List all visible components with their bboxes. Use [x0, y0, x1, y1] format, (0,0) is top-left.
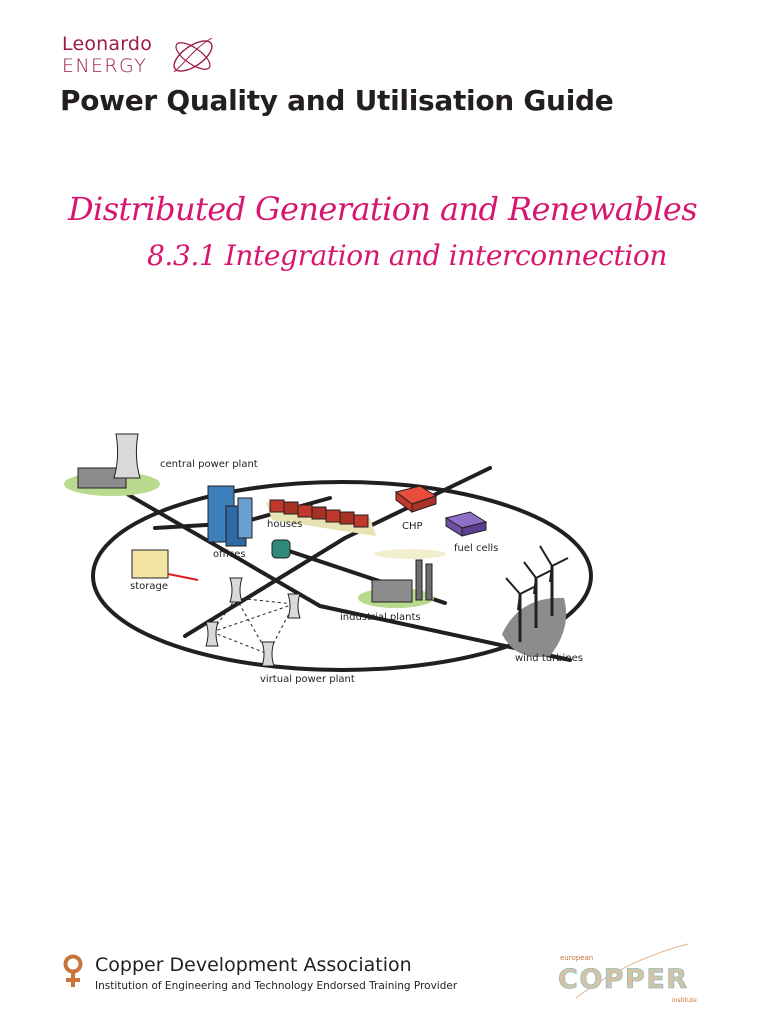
label-houses: houses — [267, 519, 302, 530]
eci-bottom-text: institute — [672, 997, 697, 1004]
eci-top-text: european — [560, 954, 593, 962]
fuel-cells-illustration — [444, 511, 488, 537]
copper-venus-symbol-icon — [63, 954, 83, 987]
label-central-power-plant: central power plant — [160, 459, 258, 470]
label-fuel-cells: fuel cells — [454, 543, 498, 554]
offices-illustration — [207, 485, 253, 547]
industrial-plants-illustration — [358, 549, 446, 608]
chp-illustration — [394, 485, 438, 513]
label-wind-turbines: wind turbines — [515, 653, 583, 664]
transformer-icon — [271, 539, 291, 559]
label-chp: CHP — [402, 521, 423, 532]
virtual-power-plant-illustration — [205, 577, 301, 667]
label-industrial-plants: industrial plants — [340, 612, 421, 623]
guide-title: Power Quality and Utilisation Guide — [60, 84, 614, 117]
european-copper-institute-logo: european COPPER institute — [558, 943, 697, 1004]
document-title: Distributed Generation and Renewables — [68, 190, 698, 228]
document-subtitle: 8.3.1 Integration and interconnection — [147, 239, 667, 272]
wind-turbines-illustration — [502, 545, 569, 658]
label-offices: offices — [213, 549, 246, 560]
leonardo-swirl-icon — [173, 37, 213, 73]
label-storage: storage — [130, 581, 168, 592]
distributed-generation-diagram: central power plant offices houses CHP f… — [64, 433, 593, 685]
cda-name: Copper Development Association — [95, 954, 412, 976]
eci-main-text: COPPER — [558, 964, 689, 995]
leonardo-logo-text: Leonardo — [62, 33, 153, 55]
storage-illustration — [131, 549, 199, 581]
energy-logo-text: ENERGY — [62, 55, 148, 77]
central-power-plant-illustration — [64, 433, 160, 496]
houses-illustration — [266, 499, 376, 536]
cda-subtitle: Institution of Engineering and Technolog… — [95, 980, 458, 992]
label-virtual-power-plant: virtual power plant — [260, 674, 355, 685]
